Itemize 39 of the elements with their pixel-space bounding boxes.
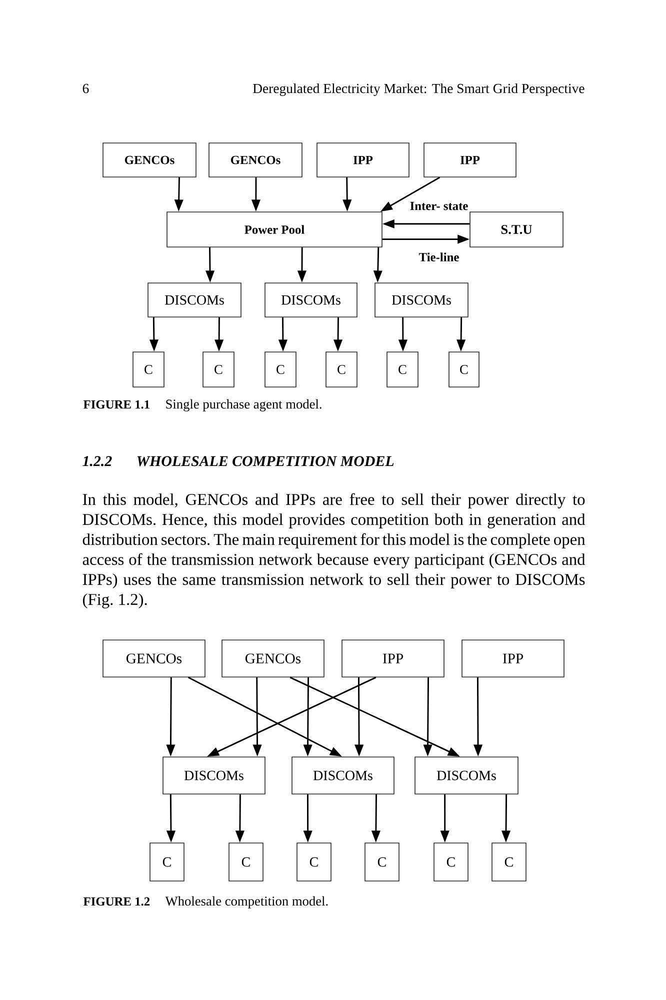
process-box: GENCOs bbox=[102, 640, 206, 678]
process-box: C bbox=[228, 842, 264, 882]
process-box: IPP bbox=[424, 142, 516, 178]
figure-caption: Single purchase agent model. bbox=[166, 399, 322, 412]
process-box: C bbox=[448, 352, 480, 388]
figure-number: FIGURE 1.2 bbox=[83, 897, 150, 906]
running-header: Deregulated Electricity Market: The Smart Grid Perspective bbox=[252, 83, 584, 96]
body-paragraph: In this model, GENCOs and IPPs are free to sell their power directly to DISCOMs. Hence, this model provides competition both in generation and distribution sectors. The main requirement for this model is the complete open access of the transmission network because every participant (GENCOs and IPPs) uses the same transmission network to sell their power to DISCOMs (Fig. 1.2). bbox=[82, 493, 586, 608]
process-box: IPP bbox=[316, 142, 410, 178]
process-box: C bbox=[434, 842, 468, 882]
process-box: C bbox=[150, 842, 184, 882]
process-box: DISCOMs bbox=[374, 282, 468, 318]
process-box: DISCOMs bbox=[148, 282, 242, 318]
process-box: IPP bbox=[342, 640, 444, 678]
process-box: C bbox=[364, 842, 400, 882]
process-box: GENCOs bbox=[102, 142, 196, 178]
process-box: C bbox=[386, 352, 418, 388]
section-heading: WHOLESALE COMPETITION MODEL bbox=[137, 456, 394, 466]
process-box: C bbox=[202, 352, 234, 388]
process-box: Power Pool bbox=[166, 212, 382, 248]
process-box: GENCOs bbox=[208, 142, 302, 178]
process-box: C bbox=[492, 842, 526, 882]
process-box: C bbox=[264, 352, 296, 388]
figure-number: FIGURE 1.1 bbox=[83, 400, 150, 409]
process-box: DISCOMs bbox=[292, 756, 394, 794]
edge-label: Inter- state bbox=[408, 200, 470, 212]
process-box: GENCOs bbox=[222, 640, 324, 678]
process-box: DISCOMs bbox=[414, 756, 518, 794]
process-box: DISCOMs bbox=[162, 756, 266, 794]
edge-label: Tie-line bbox=[417, 251, 461, 263]
process-box: C bbox=[296, 842, 332, 882]
process-box: C bbox=[132, 352, 164, 388]
process-box: C bbox=[326, 352, 358, 388]
process-box: IPP bbox=[462, 640, 564, 678]
process-box: DISCOMs bbox=[264, 282, 358, 318]
section-number: 1.2.2 bbox=[82, 456, 112, 466]
process-box: S.T.U bbox=[470, 212, 564, 248]
page-number: 6 bbox=[82, 84, 89, 94]
figure-caption: Wholesale competition model. bbox=[165, 896, 328, 908]
